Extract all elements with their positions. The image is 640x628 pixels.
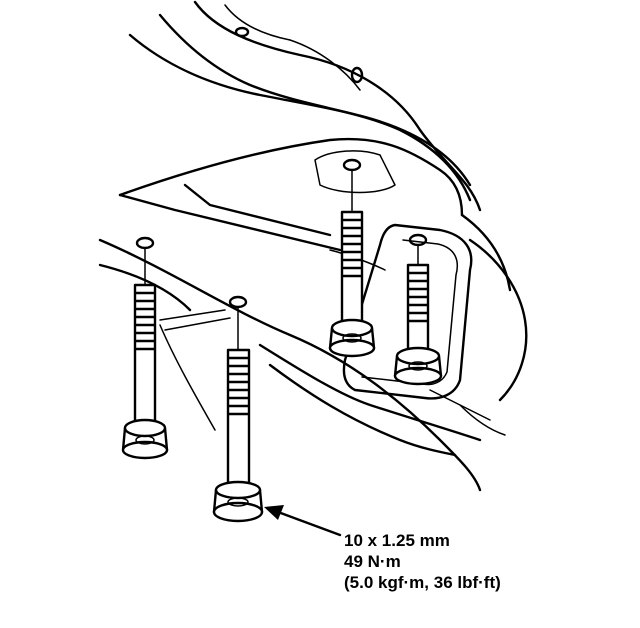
callout-arrow: [264, 505, 342, 537]
bolt-hole: [408, 233, 428, 247]
torque-callout: 10 x 1.25 mm 49 N·m (5.0 kgf·m, 36 lbf·f…: [344, 530, 501, 593]
lower-member: [98, 238, 482, 492]
bracket: [342, 213, 528, 436]
bolt-hole: [135, 236, 155, 250]
torque-nm-label: 49 N·m: [344, 552, 401, 571]
torque-alt-units-label: (5.0 kgf·m, 36 lbf·ft): [344, 573, 501, 592]
bolt-holes: [135, 158, 428, 309]
bolt-size-label: 10 x 1.25 mm: [344, 531, 450, 550]
frame-outline: [128, 0, 482, 212]
bolt-front-center: [212, 348, 264, 523]
bolt-hole: [228, 295, 248, 309]
bolt-rear-center: [328, 210, 376, 358]
subframe-plate: [118, 137, 464, 271]
bolt-rear-right: [393, 263, 443, 386]
guide-lines: [144, 169, 419, 351]
bolt-front-left: [121, 283, 169, 460]
bolt-hole: [342, 158, 362, 172]
